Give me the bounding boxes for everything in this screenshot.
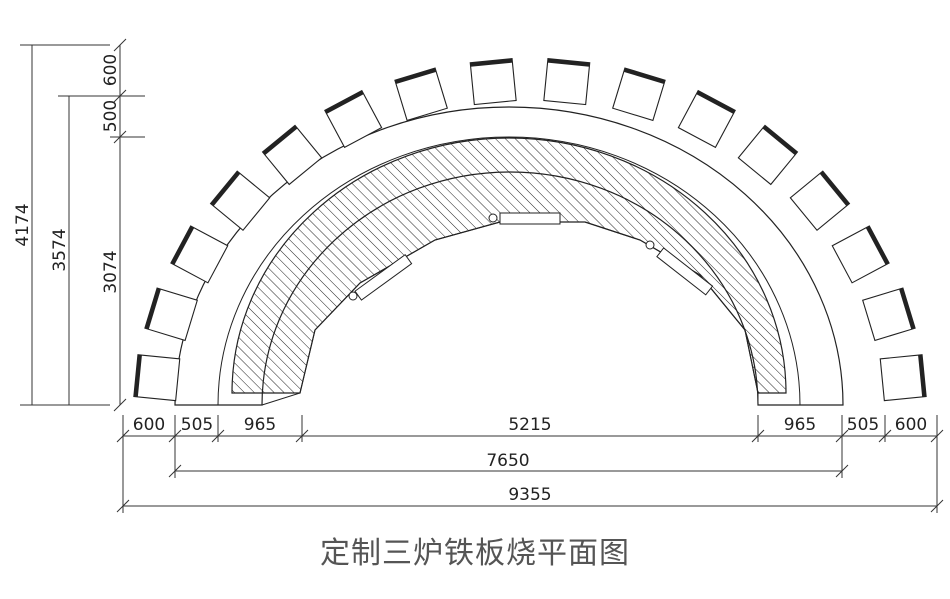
knob-center (488, 213, 498, 223)
seat (789, 170, 851, 232)
dim-right-counter: 965 (784, 415, 816, 435)
dim-right-aisle: 505 (847, 415, 879, 435)
dim-left-counter: 965 (244, 415, 276, 435)
horizontal-dimensions (116, 415, 944, 513)
dim-total-height: 4174 (13, 203, 33, 246)
griddle-plate-right (656, 247, 714, 296)
seat (261, 124, 323, 186)
seat (612, 67, 666, 122)
seat (469, 58, 517, 106)
seat (324, 89, 383, 149)
seat (677, 89, 736, 149)
dim-left-seat: 600 (133, 415, 165, 435)
dim-total-width: 9355 (508, 485, 551, 505)
dim-aisle-width: 500 (101, 100, 121, 132)
seat (209, 170, 271, 232)
seat (737, 124, 799, 186)
hatched-griddle-surface (231, 137, 787, 394)
dim-seat-depth: 600 (101, 54, 121, 86)
dim-right-seat: 600 (895, 415, 927, 435)
seat (394, 67, 448, 122)
dim-chef-area: 5215 (508, 415, 551, 435)
knob-right (645, 240, 655, 250)
seat (133, 354, 181, 402)
drawing-title: 定制三炉铁板烧平面图 (320, 536, 630, 571)
dim-left-aisle: 505 (181, 415, 213, 435)
seat (862, 287, 916, 342)
seat (879, 354, 927, 402)
griddle-plate-left (354, 254, 413, 301)
counter-inner-edge (217, 136, 801, 406)
seat (831, 225, 890, 284)
seat (543, 58, 591, 106)
dim-inner-height: 3574 (50, 228, 70, 271)
dim-counter-height: 3074 (101, 250, 121, 293)
vertical-dimensions (20, 38, 145, 412)
knob-left (348, 291, 358, 301)
seat (170, 225, 229, 284)
dim-counter-span: 7650 (486, 451, 529, 471)
griddle-plate-center (499, 212, 561, 225)
seat (144, 287, 198, 342)
seat-group (133, 58, 927, 402)
